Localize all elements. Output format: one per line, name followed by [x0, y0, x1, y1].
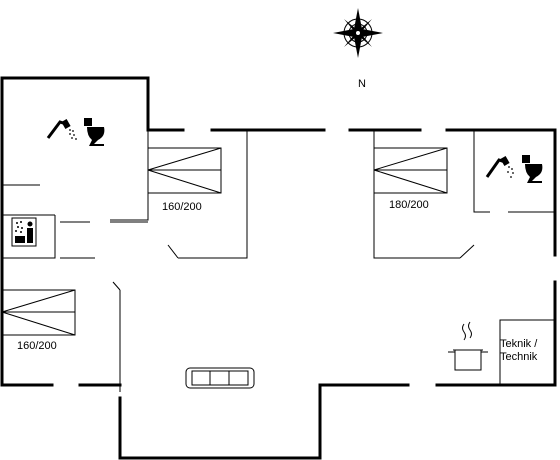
compass-rose-icon [333, 8, 383, 58]
technical-room-label: Teknik / Technik [500, 338, 558, 364]
interior-walls [2, 130, 555, 392]
bed-icon [1, 289, 76, 336]
bed-size-label-bedroom-1: 160/200 [162, 201, 202, 213]
bed-icon [373, 147, 448, 194]
cooking-pot-icon [448, 321, 488, 371]
walls [0, 76, 557, 460]
shower-icon [46, 119, 77, 140]
compass-north-label: N [358, 78, 366, 90]
bed-size-label-bedroom-2: 180/200 [389, 199, 429, 211]
sofa-icon [185, 367, 255, 389]
technical-room-label-line1: Teknik / [500, 338, 538, 350]
shower-icon [485, 156, 514, 178]
toilet-icon [522, 155, 543, 183]
bed-size-label-bedroom-3: 160/200 [17, 340, 57, 352]
technical-room-label-line2: Technik [500, 351, 538, 363]
bed-icon [147, 147, 222, 194]
toilet-icon [84, 118, 105, 146]
sauna-icon [11, 217, 37, 247]
